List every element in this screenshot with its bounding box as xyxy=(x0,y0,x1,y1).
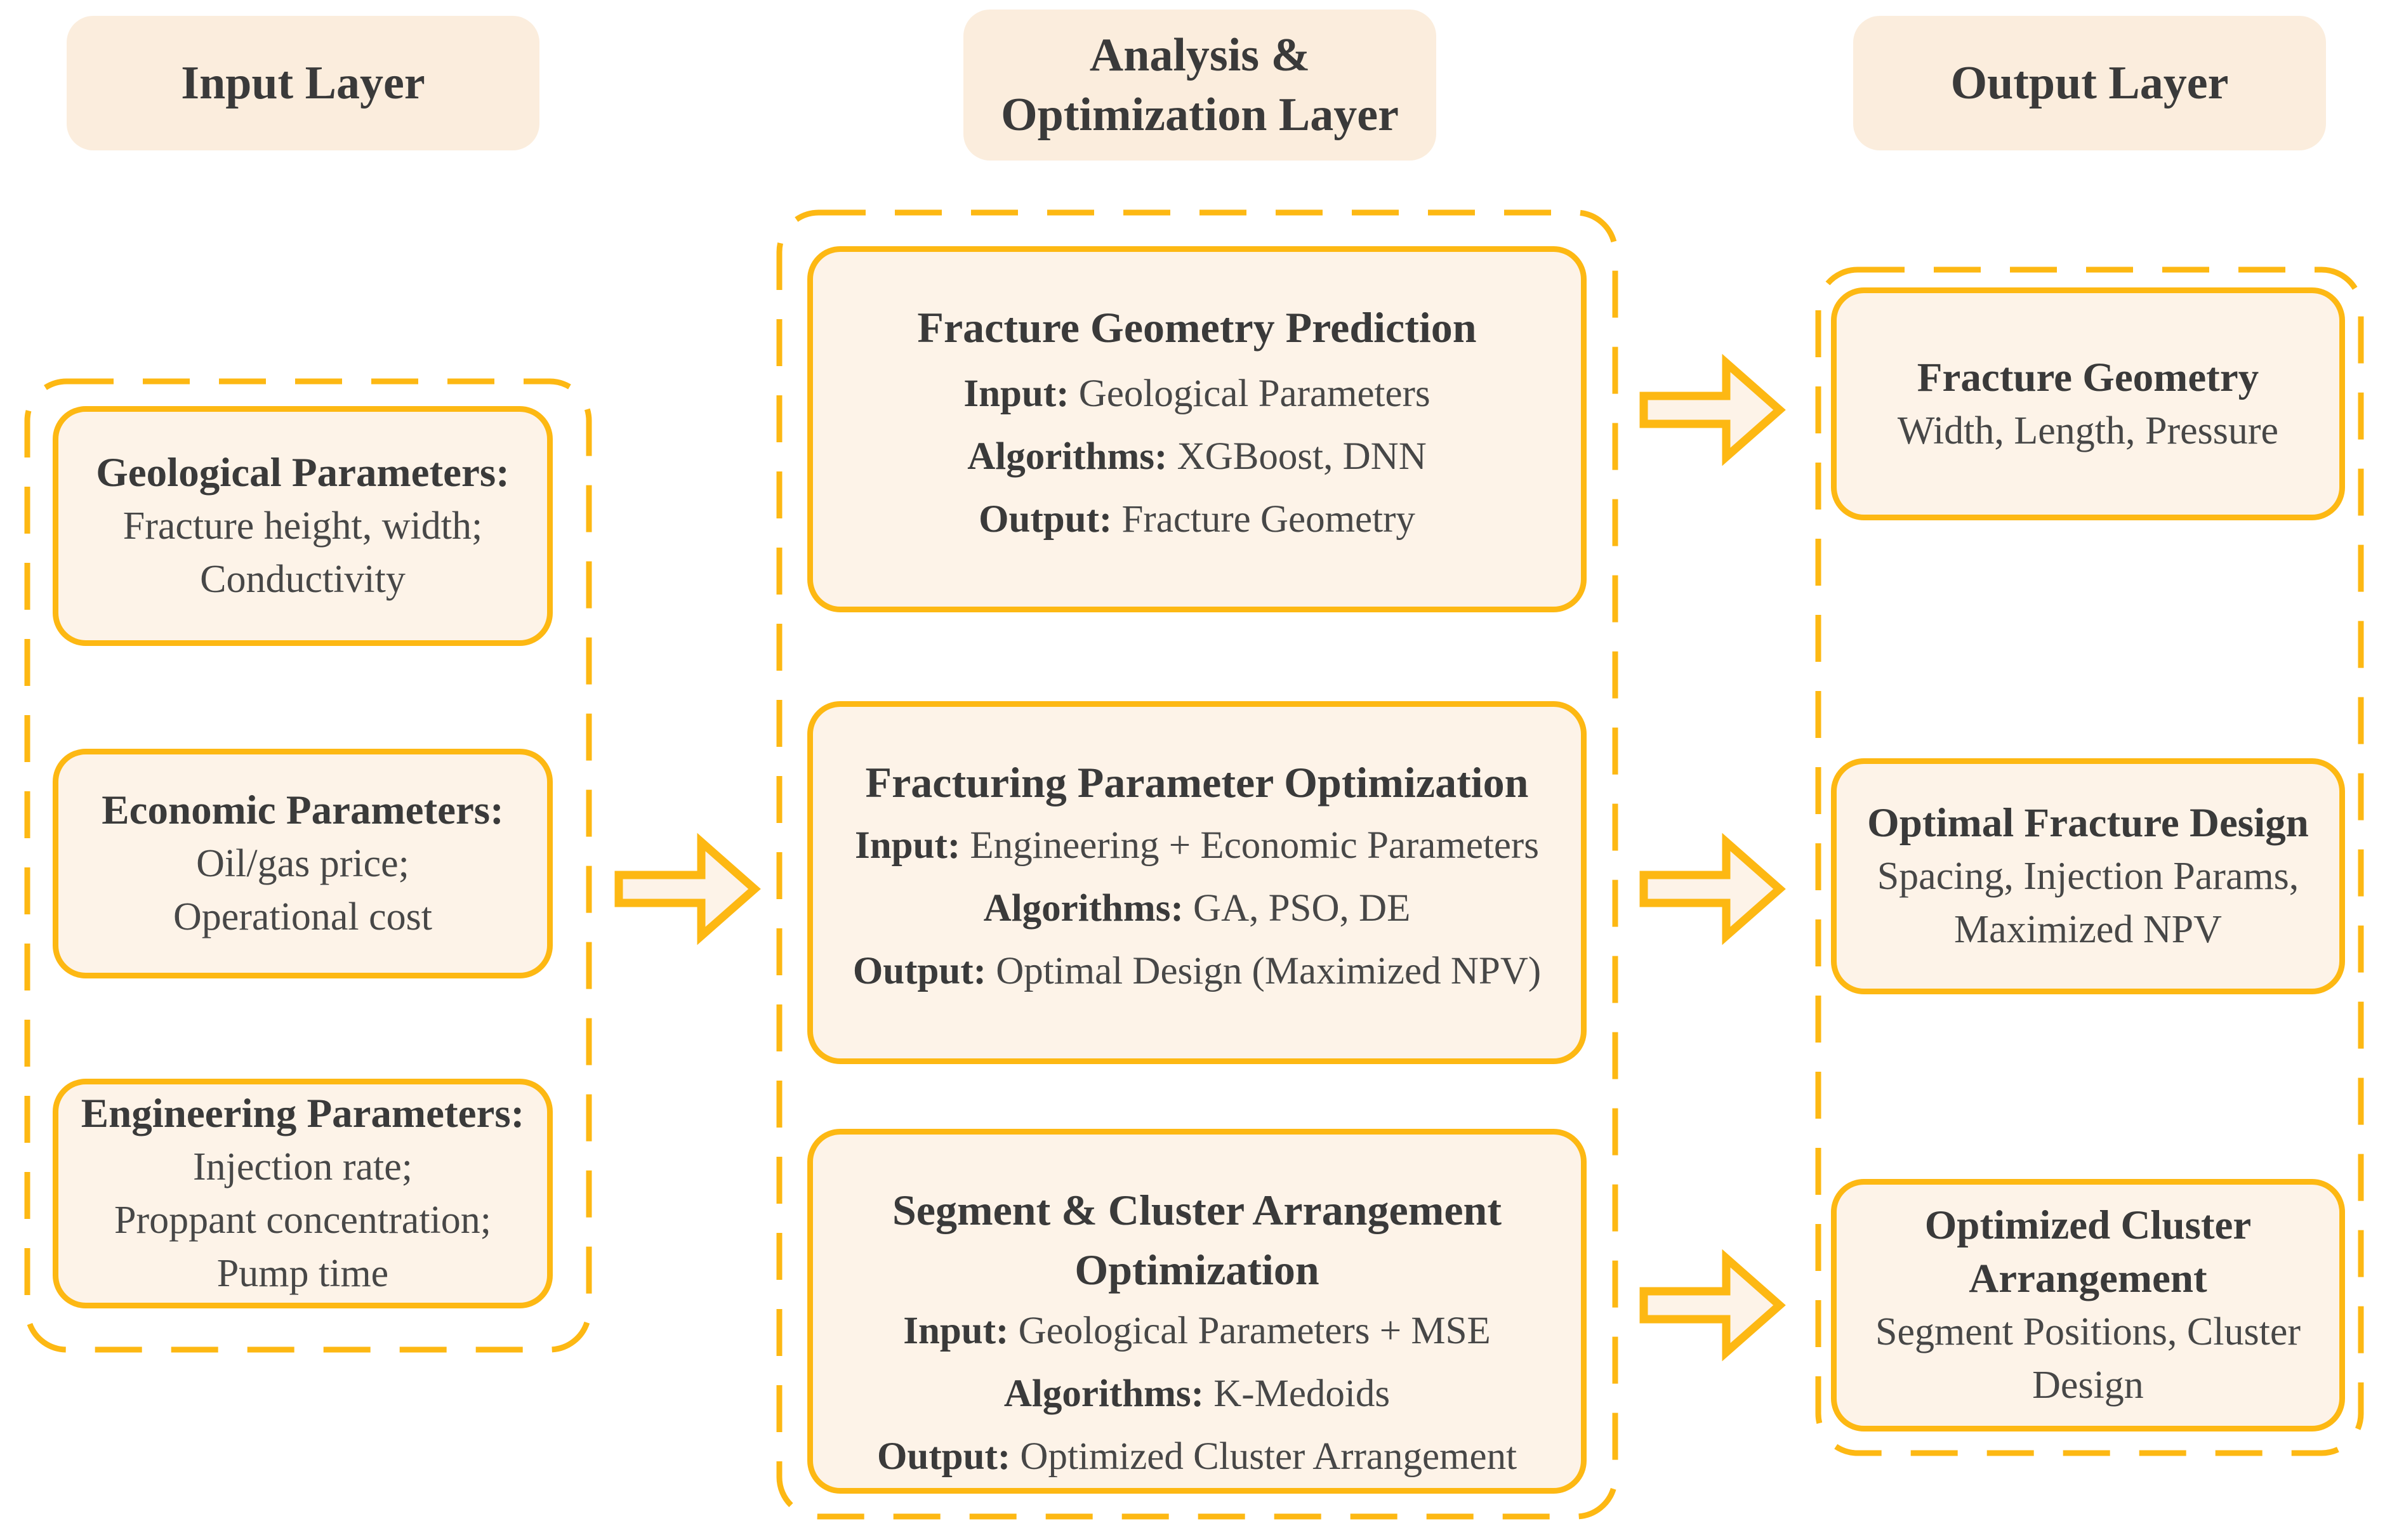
analysis-to-output-arrow-3 xyxy=(1639,1249,1786,1362)
arrow-shape xyxy=(1639,1249,1786,1362)
output-layer-group-border xyxy=(1815,267,2364,1456)
input-row: Input: Geological Parameters xyxy=(963,362,1430,425)
input-label: Input: xyxy=(963,372,1069,415)
fracture-geometry-output-body: Width, Length, Pressure xyxy=(1897,409,2279,452)
output-layer-group-rect xyxy=(1815,267,2364,1456)
analysis-layer-group-rect xyxy=(776,209,1618,1520)
optimal-fracture-design-body: Spacing, Injection Params, Maximized NPV xyxy=(1877,855,2299,951)
segment-cluster-arrangement-optimization-title: Segment & Cluster Arrangement Optimizati… xyxy=(892,1186,1502,1294)
fracture-geometry-prediction-title: Fracture Geometry Prediction xyxy=(917,303,1477,352)
economic-parameters-body: Oil/gas price; Operational cost xyxy=(173,842,433,938)
input-value: Geological Parameters + MSE xyxy=(1018,1310,1491,1352)
algorithms-label: Algorithms: xyxy=(1003,1372,1204,1415)
input-row: Input: Engineering + Economic Parameters xyxy=(853,814,1541,877)
fracture-geometry-output-box: Fracture Geometry Width, Length, Pressur… xyxy=(1831,287,2345,520)
output-label: Output: xyxy=(979,498,1113,541)
input-row: Input: Geological Parameters + MSE xyxy=(877,1300,1517,1362)
arrow-shape xyxy=(1639,833,1786,945)
algorithms-row: Algorithms: K-Medoids xyxy=(877,1362,1517,1425)
engineering-parameters-box: Engineering Parameters: Injection rate; … xyxy=(53,1079,553,1308)
algorithms-label: Algorithms: xyxy=(983,887,1184,930)
output-layer-header: Output Layer xyxy=(1853,16,2326,150)
segment-cluster-arrangement-optimization-box: Segment & Cluster Arrangement Optimizati… xyxy=(807,1129,1587,1494)
fracturing-parameter-optimization-details: Input: Engineering + Economic Parameters… xyxy=(853,814,1541,1003)
output-row: Output: Optimized Cluster Arrangement xyxy=(877,1425,1517,1488)
optimized-cluster-arrangement-title: Optimized Cluster Arrangement xyxy=(1924,1202,2252,1301)
input-value: Geological Parameters xyxy=(1078,372,1430,415)
algorithms-value: GA, PSO, DE xyxy=(1193,887,1411,930)
algorithms-label: Algorithms: xyxy=(967,435,1168,478)
arrow-shape xyxy=(614,833,761,945)
segment-cluster-arrangement-optimization-details: Input: Geological Parameters + MSE Algor… xyxy=(877,1300,1517,1488)
output-value: Fracture Geometry xyxy=(1121,498,1415,541)
fracture-geometry-output-title: Fracture Geometry xyxy=(1917,354,2259,400)
geological-parameters-box: Geological Parameters: Fracture height, … xyxy=(53,406,553,646)
geological-parameters-body: Fracture height, width; Conductivity xyxy=(122,504,483,601)
fracture-geometry-prediction-box: Fracture Geometry Prediction Input: Geol… xyxy=(807,246,1587,612)
analysis-layer-header: Analysis & Optimization Layer xyxy=(963,10,1436,161)
analysis-to-output-arrow-2 xyxy=(1639,833,1786,945)
output-label: Output: xyxy=(876,1435,1011,1478)
input-layer-group-border xyxy=(24,378,592,1353)
engineering-parameters-body: Injection rate; Proppant concentration; … xyxy=(114,1145,491,1295)
algorithms-row: Algorithms: GA, PSO, DE xyxy=(853,877,1541,940)
optimized-cluster-arrangement-box: Optimized Cluster Arrangement Segment Po… xyxy=(1831,1179,2345,1431)
economic-parameters-box: Economic Parameters: Oil/gas price; Oper… xyxy=(53,749,553,978)
optimal-fracture-design-title: Optimal Fracture Design xyxy=(1867,800,2309,846)
output-label: Output: xyxy=(852,950,986,992)
input-label: Input: xyxy=(855,824,961,867)
fracture-geometry-prediction-details: Input: Geological Parameters Algorithms:… xyxy=(963,362,1430,551)
economic-parameters-title: Economic Parameters: xyxy=(102,787,504,833)
output-row: Output: Fracture Geometry xyxy=(963,488,1430,551)
input-value: Engineering + Economic Parameters xyxy=(970,824,1539,867)
fracturing-parameter-optimization-box: Fracturing Parameter Optimization Input:… xyxy=(807,701,1587,1064)
input-label: Input: xyxy=(903,1310,1009,1352)
algorithms-value: K-Medoids xyxy=(1213,1372,1391,1415)
output-value: Optimized Cluster Arrangement xyxy=(1020,1435,1517,1478)
optimized-cluster-arrangement-body: Segment Positions, Cluster Design xyxy=(1875,1310,2301,1407)
output-value: Optimal Design (Maximized NPV) xyxy=(996,950,1542,992)
output-row: Output: Optimal Design (Maximized NPV) xyxy=(853,940,1541,1003)
analysis-layer-group-border xyxy=(776,209,1618,1520)
geological-parameters-title: Geological Parameters: xyxy=(96,450,510,496)
engineering-parameters-title: Engineering Parameters: xyxy=(81,1091,525,1136)
analysis-to-output-arrow-1 xyxy=(1639,353,1786,466)
input-layer-group-rect xyxy=(24,378,592,1353)
input-to-analysis-arrow xyxy=(614,833,761,945)
algorithms-value: XGBoost, DNN xyxy=(1177,435,1427,478)
input-layer-header: Input Layer xyxy=(67,16,539,150)
fracturing-parameter-optimization-title: Fracturing Parameter Optimization xyxy=(865,758,1529,806)
arrow-shape xyxy=(1639,353,1786,466)
algorithms-row: Algorithms: XGBoost, DNN xyxy=(963,425,1430,488)
optimal-fracture-design-box: Optimal Fracture Design Spacing, Injecti… xyxy=(1831,758,2345,994)
